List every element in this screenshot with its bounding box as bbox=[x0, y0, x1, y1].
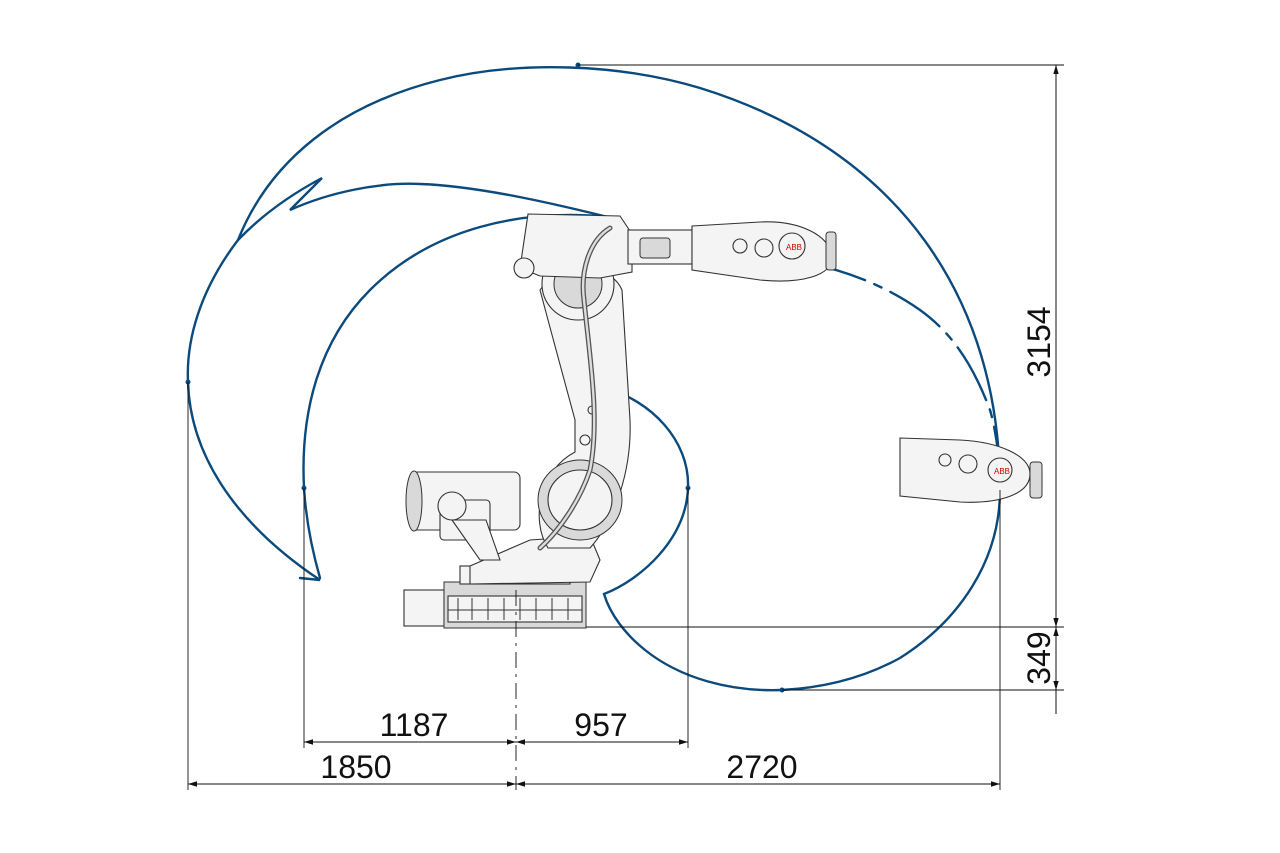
dim-label-3154: 3154 bbox=[1021, 306, 1057, 377]
dim-label-1850: 1850 bbox=[320, 749, 391, 785]
robot-logo-lower: ABB bbox=[994, 467, 1010, 476]
robot-logo-upper: ABB bbox=[786, 243, 802, 252]
envelope-outer-arc bbox=[186, 66, 1002, 582]
envelope-lower-arc bbox=[602, 488, 1002, 692]
dim-label-349: 349 bbox=[1021, 631, 1057, 684]
robot-upper-arm-housing bbox=[519, 213, 633, 279]
robot-illustration: ABB ABB bbox=[403, 213, 1043, 629]
robot-counterweight bbox=[405, 470, 521, 561]
robot-forearm: ABB bbox=[627, 221, 837, 282]
dimension-lines bbox=[188, 65, 1059, 787]
extension-lines bbox=[187, 64, 1064, 790]
dim-label-957: 957 bbox=[574, 707, 627, 743]
dim-label-2720: 2720 bbox=[726, 749, 797, 785]
envelope-middle-arc bbox=[302, 213, 622, 580]
dimension-labels: 1187 957 1850 2720 3154 349 bbox=[320, 306, 1057, 785]
dim-label-1187: 1187 bbox=[380, 707, 449, 743]
robot-wrist-reach-position: ABB bbox=[899, 437, 1043, 503]
envelope-upper-notch bbox=[236, 176, 622, 242]
